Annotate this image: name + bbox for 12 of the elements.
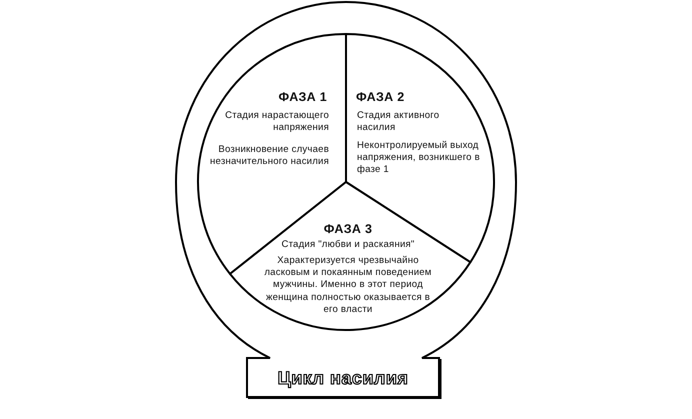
phase-description: Возникновение случаев незначительного насилия (209, 144, 329, 168)
phase-heading: ФАЗА 3 (322, 222, 374, 236)
base-label: Цикл насилия (276, 367, 410, 389)
pie-sector (229, 181, 472, 331)
phase-heading: ФАЗА 1 (278, 90, 327, 104)
phase-description: Характеризуется чрезвычайно ласковым и покаянным поведением мужчины. Именно в этот период женщина полностью оказывается в его власти (263, 255, 433, 316)
cycle-ring (174, 0, 518, 400)
stage-title: Стадия "любви и раскаяния" (280, 239, 416, 252)
stage-title: Стадия активного насилия (357, 110, 440, 134)
phase-heading: ФАЗА 2 (356, 90, 406, 104)
phase-description: Неконтролируемый выход напряжения, возникшего в фазе 1 (357, 140, 481, 177)
stage-title: Стадия нарастающего напряжения (224, 110, 329, 134)
